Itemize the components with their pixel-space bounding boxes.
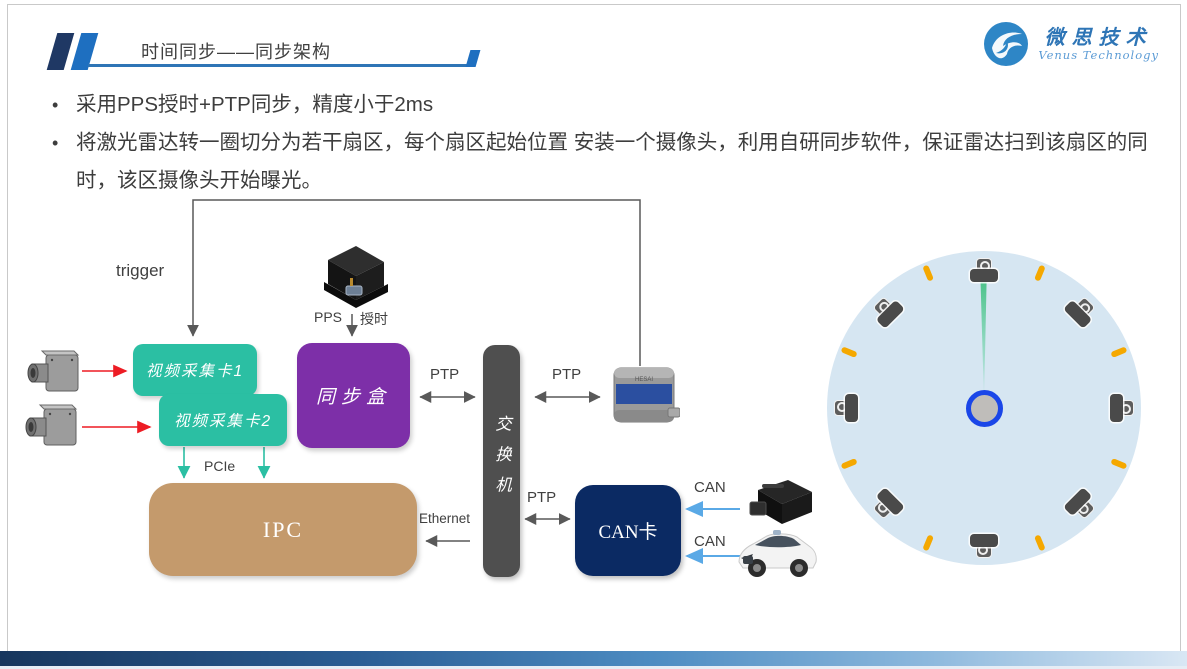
lidar-scan-circle [827, 251, 1141, 565]
title-mark-dark [46, 33, 75, 70]
bottom-strip [0, 666, 1187, 669]
capture-card-1-node: 视频采集卡1 [133, 344, 257, 396]
bullet-list: • 采用PPS授时+PTP同步，精度小于2ms • 将激光雷达转一圈切分为若干扇区，… [44, 86, 1162, 200]
company-logo: 微思技术 Venus Technology [982, 20, 1159, 68]
bullet-text: 将激光雷达转一圈切分为若干扇区，每个扇区起始位置 安装一个摄像头，利用自研同步软… [76, 131, 1148, 192]
trigger-line [187, 199, 641, 366]
logo-company-name: 微思技术 [1044, 25, 1153, 49]
lidar-brand-label: HESAI [635, 377, 653, 383]
ipc-node: IPC [149, 483, 417, 576]
camera-icon [1110, 394, 1134, 422]
ptp-label-switch-cancard: PTP [527, 489, 557, 506]
bullet-text: 采用PPS授时+PTP同步，精度小于2ms [76, 93, 434, 116]
bullet-item: • 将激光雷达转一圈切分为若干扇区，每个扇区起始位置 安装一个摄像头，利用自研同步… [44, 124, 1162, 200]
switch-node: 交换机 [483, 345, 520, 577]
switch-label: 交换机 [492, 415, 511, 507]
can-device-icon [749, 480, 812, 524]
capture-card-2-node: 视频采集卡2 [159, 394, 287, 446]
ethernet-label: Ethernet [419, 511, 471, 526]
pps-label: PPS [314, 309, 343, 325]
bullet-item: • 采用PPS授时+PTP同步，精度小于2ms [44, 86, 1162, 124]
sync-box-node: 同步盒 [297, 343, 410, 448]
title-underline-end [465, 50, 481, 67]
bullet-dot: • [52, 95, 59, 115]
bottom-gradient-bar [0, 651, 1187, 666]
industrial-camera-icon [27, 350, 80, 392]
pcie-label: PCIe [204, 458, 236, 474]
gps-timing-box-icon [324, 246, 388, 308]
can-label-bottom: CAN [694, 533, 726, 550]
camera-icon [970, 534, 998, 558]
trigger-label: trigger [116, 261, 165, 280]
camera-icon [834, 394, 858, 422]
can-card-node: CAN卡 [575, 485, 681, 576]
industrial-camera-icon [25, 404, 78, 446]
logo-subtitle: Venus Technology [1038, 48, 1159, 62]
bullet-dot: • [52, 133, 59, 153]
lidar-icon: HESAI [613, 367, 680, 423]
camera-icon [970, 258, 998, 282]
timing-label: 授时 [360, 311, 388, 327]
logo-swirl-icon [984, 22, 1029, 66]
lidar-center-icon [966, 390, 1003, 427]
scan-beam [980, 263, 987, 401]
ptp-label-syncbox-switch: PTP [430, 366, 460, 383]
page-title: 时间同步——同步架构 [141, 42, 331, 62]
can-label-top: CAN [694, 479, 726, 496]
title-underline [88, 64, 470, 67]
ptp-label-switch-lidar: PTP [552, 366, 582, 383]
car-icon [738, 530, 817, 577]
